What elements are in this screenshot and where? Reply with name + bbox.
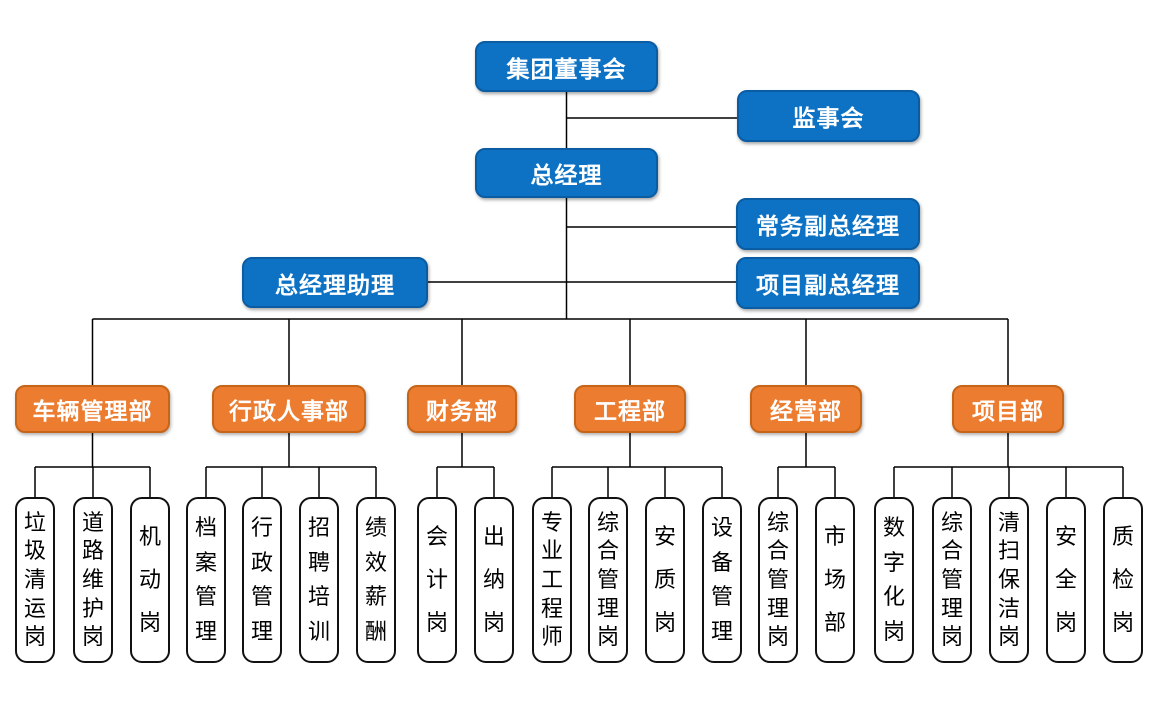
post-cashier: 出纳岗 — [474, 497, 514, 663]
post-mobile: 机动岗 — [130, 497, 170, 663]
node-project-deputy-gm: 项目副总经理 — [736, 257, 920, 309]
dept-operations: 经营部 — [750, 385, 862, 433]
post-accounting: 会计岗 — [417, 497, 457, 663]
post-archives-management: 档案管理 — [186, 497, 226, 663]
post-general-management-ops: 综合管理岗 — [758, 497, 798, 663]
post-performance-pay: 绩效薪酬 — [356, 497, 396, 663]
post-quality-inspection: 质检岗 — [1103, 497, 1143, 663]
post-road-maintenance: 道路维护岗 — [73, 497, 113, 663]
post-safety: 安全岗 — [1046, 497, 1086, 663]
post-general-management-proj: 综合管理岗 — [932, 497, 972, 663]
node-general-manager: 总经理 — [475, 148, 658, 198]
post-garbage-removal: 垃圾清运岗 — [15, 497, 55, 663]
post-admin-management: 行政管理 — [242, 497, 282, 663]
post-digitalization: 数字化岗 — [874, 497, 914, 663]
post-recruit-training: 招聘培训 — [299, 497, 339, 663]
node-supervisory-board: 监事会 — [737, 90, 920, 142]
node-gm-assistant: 总经理助理 — [242, 257, 428, 308]
post-equipment-management: 设备管理 — [702, 497, 742, 663]
dept-engineering: 工程部 — [574, 385, 686, 433]
post-professional-engineer: 专业工程师 — [532, 497, 572, 663]
node-exec-deputy-gm: 常务副总经理 — [736, 198, 920, 250]
dept-project: 项目部 — [952, 385, 1064, 433]
post-market: 市场部 — [815, 497, 855, 663]
dept-finance: 财务部 — [407, 385, 517, 433]
node-group-board: 集团董事会 — [475, 41, 658, 92]
post-sweeping-cleaning: 清扫保洁岗 — [989, 497, 1029, 663]
dept-vehicle-management: 车辆管理部 — [15, 385, 170, 433]
post-safety-quality: 安质岗 — [645, 497, 685, 663]
dept-admin-hr: 行政人事部 — [212, 385, 366, 433]
post-general-management-eng: 综合管理岗 — [588, 497, 628, 663]
